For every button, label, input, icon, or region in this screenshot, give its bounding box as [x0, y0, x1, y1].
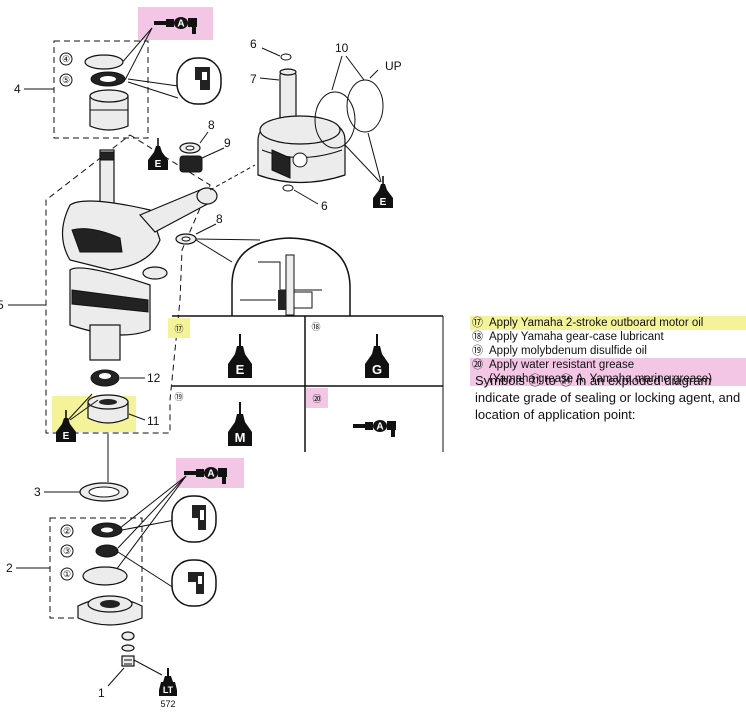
up-mark-label: UP: [385, 59, 402, 73]
part-12-label: 12: [147, 371, 161, 385]
symbols-note: Symbols ㉑ to ㉔ in an exploded diagram in…: [475, 373, 741, 422]
thread-lock-icon: LT: [159, 668, 177, 696]
svg-text:A: A: [376, 422, 383, 433]
part-3-label: 3: [34, 485, 41, 499]
clip-6-bottom: [282, 184, 294, 192]
circled-2-label: ②: [63, 526, 71, 536]
part-8a-label: 8: [208, 118, 215, 132]
oil-bottle-icon: E: [56, 410, 76, 442]
piston: [257, 115, 346, 184]
grid-18-label: ⑱: [311, 322, 320, 332]
piston-ring-1: [314, 91, 356, 149]
clip-6-top: [280, 53, 292, 61]
part-10-label: 10: [335, 41, 349, 55]
magnifier-detail-icon: [171, 559, 217, 607]
svg-text:A: A: [177, 19, 184, 30]
piston-ring-2: [346, 79, 384, 133]
grease-gun-icon: A: [353, 420, 396, 437]
magnifier-detail-icon: [231, 237, 351, 316]
thread-lock-code: 572: [160, 699, 175, 709]
circled-5-label: ⑤: [62, 75, 70, 85]
magnifier-detail-icon: [171, 495, 217, 543]
part-2-label: 2: [6, 561, 13, 575]
svg-text:E: E: [63, 431, 70, 442]
oil-pump-gear: [90, 369, 120, 387]
grid-19-label: ⑲: [174, 392, 183, 402]
svg-text:A: A: [207, 469, 214, 480]
oil-bottle-icon: M: [228, 402, 252, 446]
circled-1-label: ①: [63, 569, 71, 579]
svg-text:LT: LT: [163, 685, 174, 695]
part-6a-label: 6: [250, 37, 257, 51]
bearing-housing: [89, 95, 129, 131]
part-9-label: 9: [224, 136, 231, 150]
legend-item-20: ⑳ Apply water resistant grease (Yamaha g…: [470, 358, 746, 386]
piston-pin: [279, 68, 297, 121]
svg-text:G: G: [372, 362, 382, 377]
part-5-label: 5: [0, 298, 4, 312]
crankshaft: [61, 149, 218, 361]
bolt-1: [121, 644, 135, 667]
grease-gun-icon: A: [154, 17, 197, 34]
grid-17-label: ⑰: [174, 324, 183, 334]
part-7-label: 7: [250, 72, 257, 86]
oil-seal-3: [95, 544, 119, 558]
legend-item-19: ⑲ Apply molybdenum disulfide oil: [472, 345, 647, 357]
symbol-grid: ⑰ ⑱ ⑲ ⑳: [168, 315, 444, 452]
svg-text:M: M: [235, 430, 246, 445]
oil-bottle-icon: G: [365, 334, 389, 378]
part-11-label: 11: [147, 414, 160, 428]
svg-text:E: E: [236, 362, 245, 377]
magnifier-detail-icon: [176, 57, 222, 105]
o-ring-1: [82, 566, 128, 586]
grid-20-label: ⑳: [312, 394, 321, 404]
part-1-label: 1: [98, 686, 105, 700]
o-ring-4: [84, 54, 124, 70]
circled-3-label: ③: [63, 546, 71, 556]
ball-bearing: [87, 394, 129, 424]
application-legend: ⑰ Apply Yamaha 2-stroke outboard motor o…: [470, 316, 746, 386]
part-4-label: 4: [14, 82, 21, 96]
legend-item-17: ⑰ Apply Yamaha 2-stroke outboard motor o…: [470, 316, 746, 330]
lower-bearing-housing: [77, 595, 143, 641]
oil-bottle-icon: E: [373, 176, 393, 208]
circled-4-label: ④: [62, 54, 70, 64]
needle-bearing-9: [179, 155, 203, 173]
svg-text:E: E: [380, 197, 387, 208]
oil-bottle-icon: E: [148, 138, 168, 170]
legend-item-18: ⑱ Apply Yamaha gear-case lubricant: [472, 331, 664, 343]
grease-gun-icon: A: [184, 467, 227, 484]
svg-text:E: E: [155, 159, 162, 170]
group-5-outline: [45, 134, 211, 434]
part-8b-label: 8: [216, 212, 223, 226]
part-6b-label: 6: [321, 199, 328, 213]
oil-bottle-icon: E: [228, 334, 252, 378]
